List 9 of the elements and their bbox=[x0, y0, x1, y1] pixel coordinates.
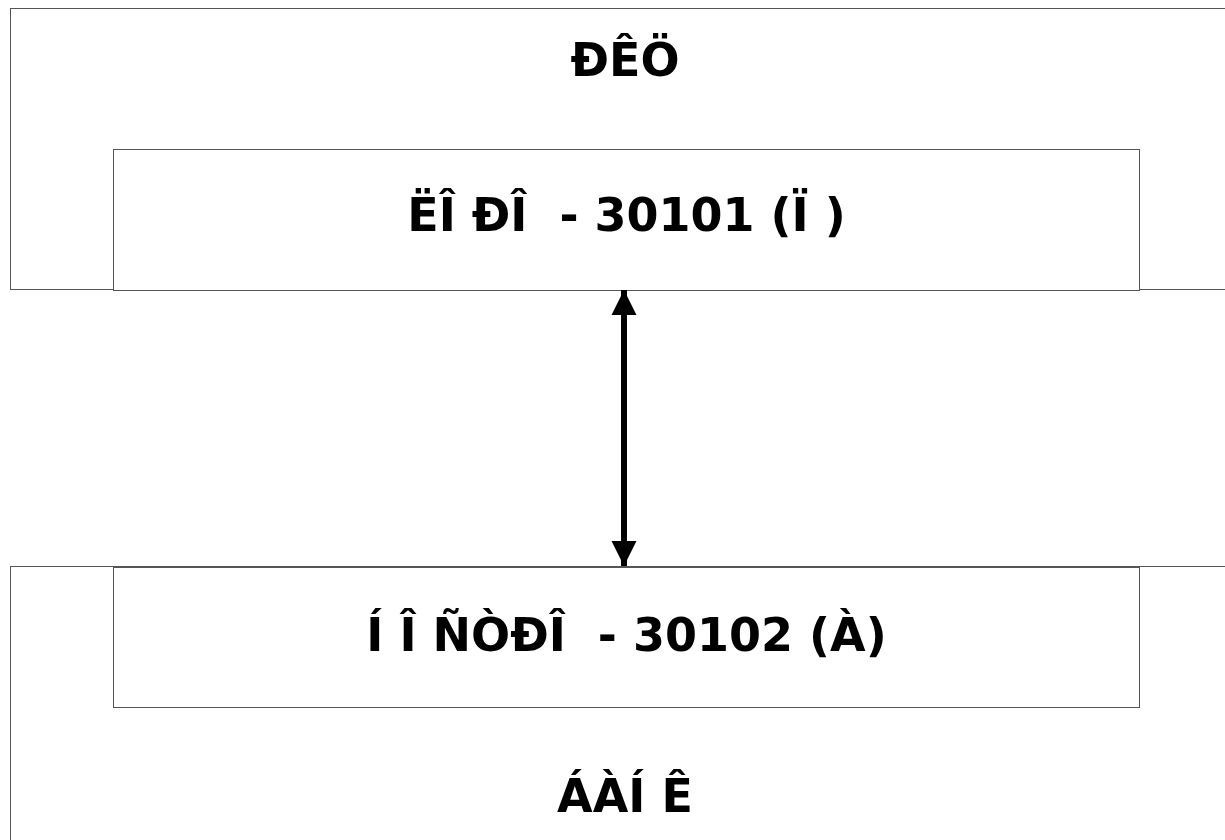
process-box bbox=[113, 567, 1140, 708]
box-label: ËÎ ĐÎ - 30101 (Ï ) bbox=[406, 188, 847, 242]
group-title: ÁÀÍ Ê bbox=[557, 769, 693, 823]
group-title: ĐÊÖ bbox=[570, 33, 680, 87]
process-box bbox=[113, 149, 1140, 291]
box-label: Í Î ÑÒĐÎ - 30102 (À) bbox=[365, 608, 888, 662]
container-box bbox=[10, 8, 1225, 290]
container-box bbox=[10, 566, 1225, 840]
double-arrow bbox=[611, 290, 637, 566]
